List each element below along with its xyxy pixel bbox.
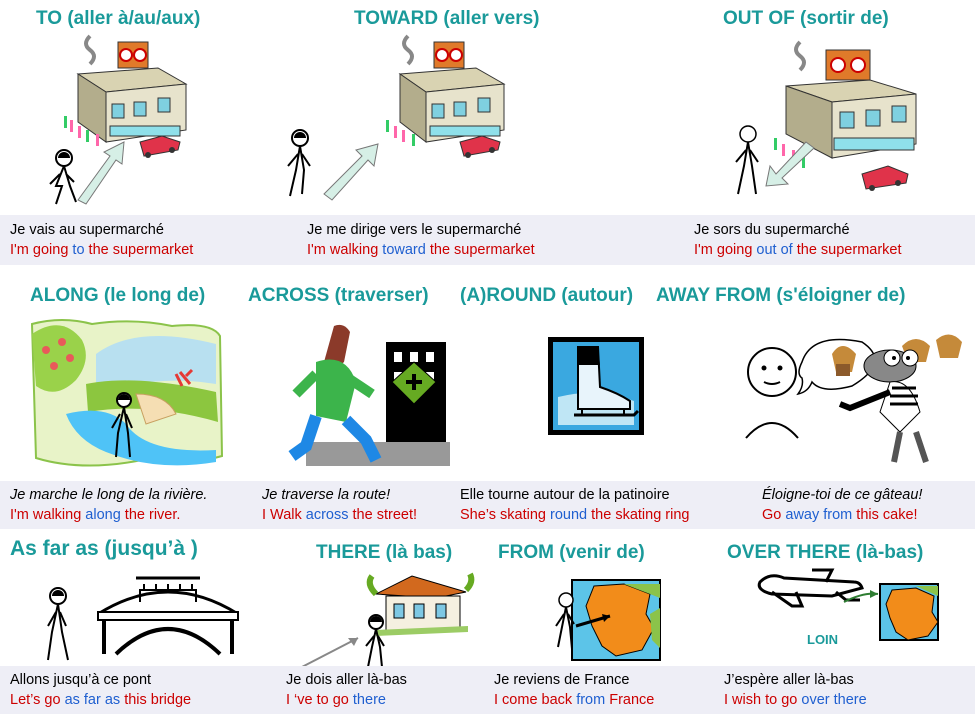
french-sentence: Je dois aller là-bas <box>286 672 407 688</box>
french-sentence: Je vais au supermarché <box>10 222 164 238</box>
supermarket-out-illustration <box>735 40 917 195</box>
bridge-illustration <box>47 576 239 661</box>
title-from: FROM (venir de) <box>498 542 645 563</box>
title-toward: TOWARD (aller vers) <box>354 8 540 29</box>
sentence-band-row-3 <box>0 666 975 714</box>
preposition-highlight: out of <box>756 242 793 258</box>
french-sentence: Je traverse la route! <box>262 487 391 503</box>
title-as-far-as: As far as (jusqu’à ) <box>10 537 198 560</box>
english-sentence: I'm going out of the supermarket <box>694 242 902 258</box>
french-sentence: Je me dirige vers le supermarché <box>307 222 522 238</box>
english-sentence: Let’s go as far as this bridge <box>10 692 191 708</box>
sentence-segment: Let’s go <box>10 692 65 708</box>
airplane-over-there-illustration <box>757 568 939 641</box>
sentence-segment: I ‘ve to go <box>286 692 353 708</box>
english-sentence: I'm going to the supermarket <box>10 242 193 258</box>
english-sentence: I come back from France <box>494 692 654 708</box>
house-there-illustration <box>299 572 475 669</box>
english-sentence: I wish to go over there <box>724 692 867 708</box>
sentence-segment: this cake! <box>852 507 918 523</box>
sentence-segment: I'm going <box>10 242 73 258</box>
river-park-illustration <box>30 319 224 467</box>
sentence-segment: this bridge <box>120 692 192 708</box>
title-across: ACROSS (traverser) <box>248 285 429 306</box>
supermarket-illustration <box>49 34 188 205</box>
english-sentence: Go away from this cake! <box>762 507 918 523</box>
france-map-illustration <box>555 579 661 661</box>
sentence-band-row-1 <box>0 215 975 265</box>
across-street-illustration <box>288 324 450 466</box>
sentence-segment: Go <box>762 507 786 523</box>
sentence-segment: the supermarket <box>84 242 194 258</box>
preposition-highlight: along <box>85 507 121 523</box>
sentence-segment: I'm walking <box>307 242 383 258</box>
sentence-segment: the skating ring <box>587 507 690 523</box>
sentence-segment: the supermarket <box>792 242 902 258</box>
title-away-from: AWAY FROM (s'éloigner de) <box>656 285 906 306</box>
sentence-segment: I'm walking <box>10 507 86 523</box>
french-sentence: Éloigne-toi de ce gâteau! <box>762 487 923 503</box>
sentence-band-row-2 <box>0 481 975 529</box>
sentence-segment: I Walk <box>262 507 306 523</box>
english-sentence: I'm walking toward the supermarket <box>307 242 535 258</box>
sentence-segment: the river. <box>120 507 181 523</box>
french-sentence: J’espère aller là-bas <box>724 672 854 688</box>
supermarket-toward-illustration <box>287 34 506 201</box>
sentence-segment: She’s skating <box>460 507 551 523</box>
away-from-cake-illustration <box>745 334 962 463</box>
preposition-highlight: there <box>352 692 386 708</box>
sentence-segment: the supermarket <box>425 242 535 258</box>
preposition-highlight: as far as <box>64 692 121 708</box>
ice-skate-illustration <box>548 337 644 435</box>
french-sentence: Allons jusqu’à ce pont <box>10 672 152 688</box>
title-to: TO (aller à/au/aux) <box>36 8 201 29</box>
sentence-segment: France <box>605 692 655 708</box>
preposition-highlight: round <box>550 507 588 523</box>
preposition-highlight: to <box>72 242 85 258</box>
french-sentence: Je reviens de France <box>494 672 630 688</box>
english-sentence: She’s skating round the skating ring <box>460 507 689 523</box>
sentence-segment: the street! <box>348 507 418 523</box>
loin-label: LOIN <box>807 632 839 647</box>
english-sentence: I ‘ve to go there <box>286 692 386 708</box>
french-sentence: Je sors du supermarché <box>694 222 850 238</box>
sentence-segment: I'm going <box>694 242 757 258</box>
french-sentence: Je marche le long de la rivière. <box>10 487 208 503</box>
french-sentence: Elle tourne autour de la patinoire <box>460 487 670 503</box>
preposition-highlight: toward <box>382 242 426 258</box>
sentence-segment: I wish to go <box>724 692 802 708</box>
title-around: (A)ROUND (autour) <box>460 285 634 306</box>
title-along: ALONG (le long de) <box>30 285 206 306</box>
title-there: THERE (là bas) <box>316 542 453 563</box>
preposition-highlight: away from <box>785 507 853 523</box>
english-sentence: I Walk across the street! <box>262 507 417 523</box>
preposition-highlight: over there <box>801 692 867 708</box>
preposition-highlight: from <box>576 692 606 708</box>
preposition-highlight: across <box>305 507 349 523</box>
title-over-there: OVER THERE (là-bas) <box>727 542 924 563</box>
title-out-of: OUT OF (sortir de) <box>723 8 889 29</box>
sentence-segment: I come back <box>494 692 577 708</box>
english-sentence: I'm walking along the river. <box>10 507 180 523</box>
